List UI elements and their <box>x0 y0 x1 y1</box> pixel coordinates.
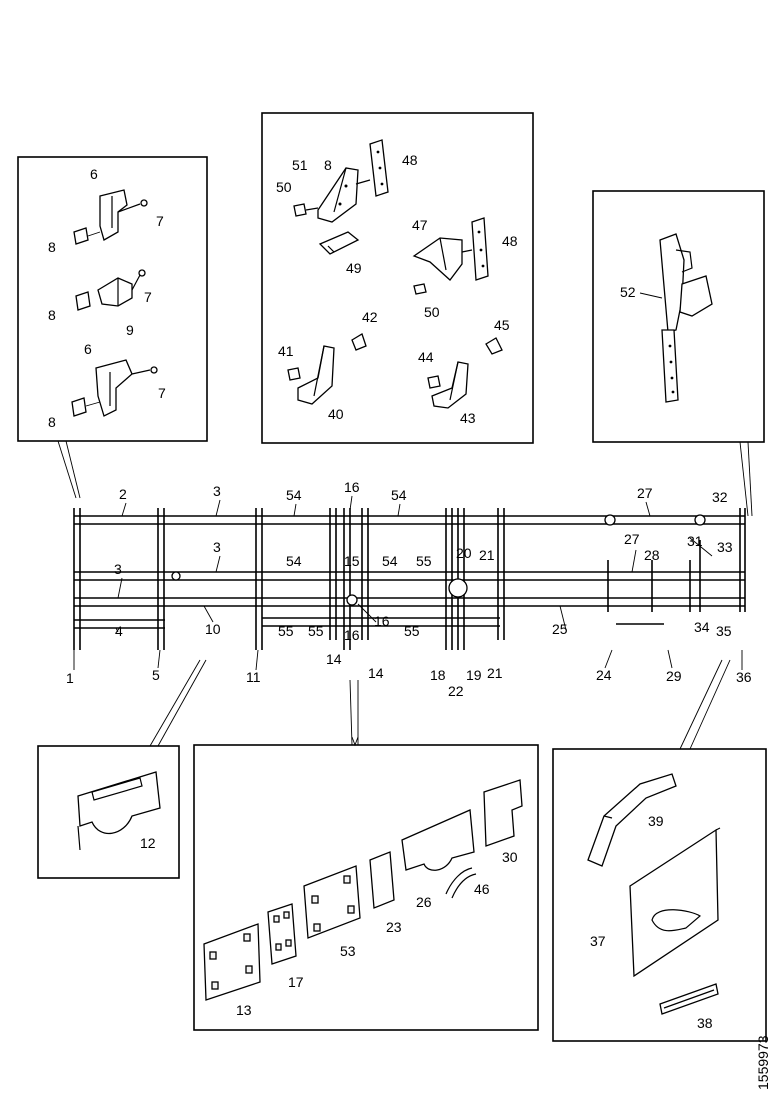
callout-label: 4 <box>115 623 123 639</box>
callout-label: 13 <box>236 1002 252 1018</box>
detail-box-top-center <box>261 112 534 444</box>
callout-label: 41 <box>278 343 294 359</box>
callout-label: 54 <box>286 487 302 503</box>
callout-label: 36 <box>736 669 752 685</box>
callout-label: 8 <box>324 157 332 173</box>
callout-labels-top-right: 52 <box>620 284 663 300</box>
callout-label: 6 <box>90 166 98 182</box>
callout-label: 20 <box>456 545 472 561</box>
callout-label: 14 <box>326 651 342 667</box>
part-52-drawing <box>659 233 713 403</box>
callout-label: 8 <box>48 307 56 323</box>
callout-label: 54 <box>382 553 398 569</box>
panel-set-bottom-center <box>203 779 523 1001</box>
callout-label: 15 <box>344 553 360 569</box>
callout-label: 3 <box>213 483 221 499</box>
leader-lines <box>57 440 753 750</box>
callout-label: 46 <box>474 881 490 897</box>
callout-label: 48 <box>502 233 518 249</box>
callout-label: 52 <box>620 284 636 300</box>
callout-label: 16 <box>374 613 390 629</box>
chassis-frame <box>73 508 746 650</box>
callout-label: 12 <box>140 835 156 851</box>
callout-label: 3 <box>114 561 122 577</box>
callout-label: 55 <box>416 553 432 569</box>
callout-label: 6 <box>84 341 92 357</box>
callout-label: 50 <box>276 179 292 195</box>
callout-label: 47 <box>412 217 428 233</box>
callout-label: 2 <box>119 486 127 502</box>
detail-box-bottom-right <box>552 748 767 1042</box>
callout-label: 19 <box>466 667 482 683</box>
callout-label: 17 <box>288 974 304 990</box>
callout-label: 32 <box>712 489 728 505</box>
callout-label: 5 <box>152 667 160 683</box>
callout-label: 23 <box>386 919 402 935</box>
callout-label: 8 <box>48 239 56 255</box>
callout-label: 24 <box>596 667 612 683</box>
callout-label: 38 <box>697 1015 713 1031</box>
callout-label: 54 <box>391 487 407 503</box>
callout-label: 8 <box>48 414 56 430</box>
callout-label: 27 <box>637 485 653 501</box>
callout-label: 10 <box>205 621 221 637</box>
callout-label: 1 <box>66 670 74 686</box>
callout-label: 51 <box>292 157 308 173</box>
callout-labels-bottom-left: 12 <box>140 835 156 851</box>
callout-label: 21 <box>487 665 503 681</box>
callout-labels-top-center: 51 8 48 50 47 48 49 50 42 45 41 44 40 43 <box>276 152 518 426</box>
callout-label: 49 <box>346 260 362 276</box>
callout-label: 48 <box>402 152 418 168</box>
callout-label: 28 <box>644 547 660 563</box>
part-set-bottom-right <box>587 773 721 1015</box>
callout-labels-bottom-right: 39 37 38 <box>590 813 713 1031</box>
callout-label: 35 <box>716 623 732 639</box>
callout-label: 55 <box>278 623 294 639</box>
callout-label: 39 <box>648 813 664 829</box>
callout-label: 45 <box>494 317 510 333</box>
callout-label: 11 <box>246 669 261 685</box>
callout-label: 29 <box>666 668 682 684</box>
callout-label: 16 <box>344 627 360 643</box>
callout-label: 22 <box>448 683 464 699</box>
bracket-assembly-group <box>71 189 158 417</box>
callout-label: 54 <box>286 553 302 569</box>
detail-box-bottom-left <box>37 745 180 879</box>
callout-label: 55 <box>404 623 420 639</box>
frame-callout-leaders <box>73 495 743 671</box>
bracket-set-center <box>287 139 503 409</box>
detail-box-bottom-center <box>193 744 539 1031</box>
callout-label: 42 <box>362 309 378 325</box>
callout-label: 53 <box>340 943 356 959</box>
callout-label: 7 <box>144 289 152 305</box>
detail-box-top-right <box>592 190 765 443</box>
callout-label: 18 <box>430 667 446 683</box>
callout-label: 7 <box>156 213 164 229</box>
callout-label: 25 <box>552 621 568 637</box>
callout-labels-top-left: 6 7 8 8 7 9 6 7 8 <box>48 166 166 430</box>
callout-label: 26 <box>416 894 432 910</box>
callout-label: 34 <box>694 619 710 635</box>
callout-label: 7 <box>158 385 166 401</box>
callout-label: 50 <box>424 304 440 320</box>
callout-label: 55 <box>308 623 324 639</box>
callout-label: 40 <box>328 406 344 422</box>
callout-label: 9 <box>126 322 134 338</box>
callout-label: 30 <box>502 849 518 865</box>
callout-labels-bottom-center: 30 46 26 23 53 17 13 <box>236 849 518 1018</box>
callout-labels-frame: 2 3 54 16 54 27 32 3 54 15 54 55 20 21 2… <box>66 479 752 699</box>
callout-label: 21 <box>479 547 495 563</box>
part-12-drawing <box>77 771 161 851</box>
callout-label: 27 <box>624 531 640 547</box>
callout-label: 33 <box>717 539 733 555</box>
callout-label: 37 <box>590 933 606 949</box>
callout-label: 43 <box>460 410 476 426</box>
callout-label: 14 <box>368 665 384 681</box>
detail-box-top-left <box>17 156 208 442</box>
callout-label: 44 <box>418 349 434 365</box>
callout-label: 3 <box>213 539 221 555</box>
callout-label: 16 <box>344 479 360 495</box>
document-id: 1559973 <box>755 1035 771 1090</box>
